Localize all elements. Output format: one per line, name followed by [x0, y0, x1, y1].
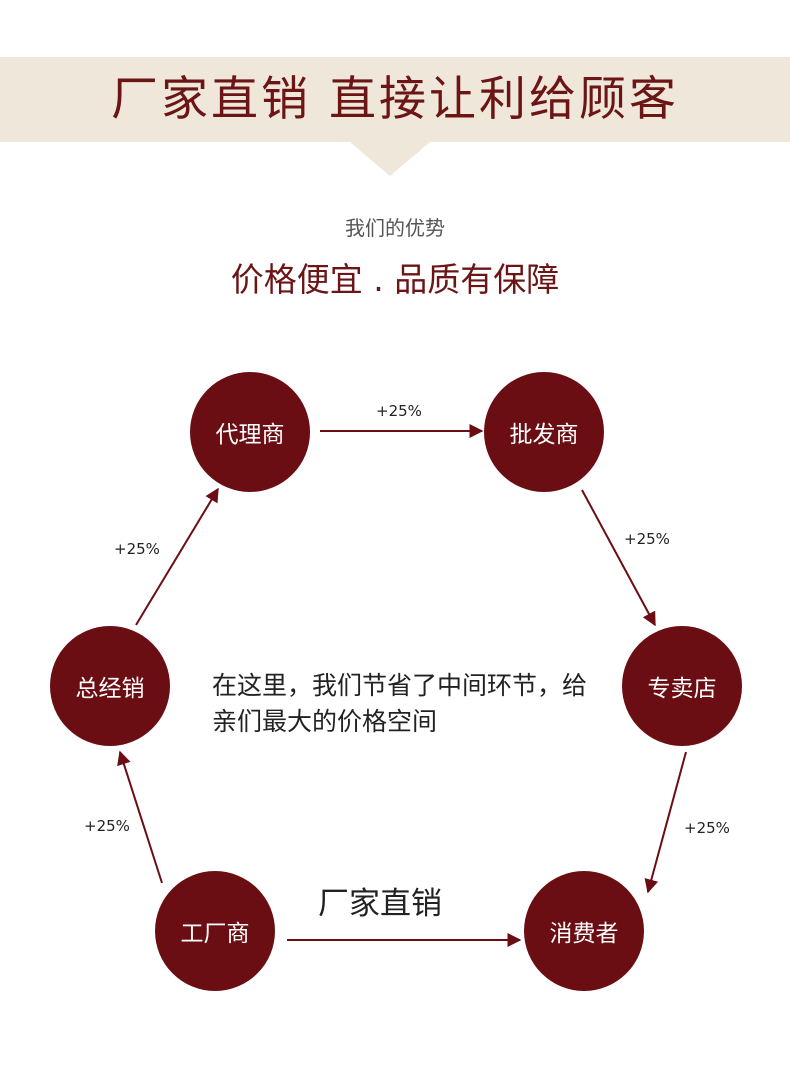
banner-title: 厂家直销 直接让利给顾客 — [111, 72, 679, 127]
node-agent: 代理商 — [190, 372, 310, 492]
direct-sales-label: 厂家直销 — [318, 886, 442, 922]
markup-label-right-upper: +25% — [624, 530, 670, 548]
arrow-distributor-to-agent — [135, 487, 219, 626]
header-banner — [0, 57, 790, 142]
arrow-store-to-consumer — [644, 751, 687, 894]
node-wholesaler: 批发商 — [484, 372, 604, 492]
markup-label-left-upper: +25% — [114, 540, 160, 558]
node-specialty-store: 专卖店 — [622, 626, 742, 746]
advantage-subtitle: 我们的优势 — [345, 216, 445, 240]
center-description: 在这里，我们节省了中间环节，给亲们最大的价格空间 — [212, 671, 588, 736]
markup-label-top: +25% — [376, 402, 422, 420]
markup-label-left-lower: +25% — [84, 817, 130, 835]
node-general-distributor: 总经销 — [50, 626, 170, 746]
node-factory: 工厂商 — [155, 871, 275, 991]
node-consumer: 消费者 — [524, 871, 644, 991]
arrow-wholesaler-to-store — [581, 489, 656, 627]
banner-pointer — [350, 142, 430, 176]
advantage-headline: 价格便宜 . 品质有保障 — [230, 260, 560, 299]
arrow-factory-to-distributor — [117, 750, 163, 884]
markup-label-right-lower: +25% — [684, 819, 730, 837]
